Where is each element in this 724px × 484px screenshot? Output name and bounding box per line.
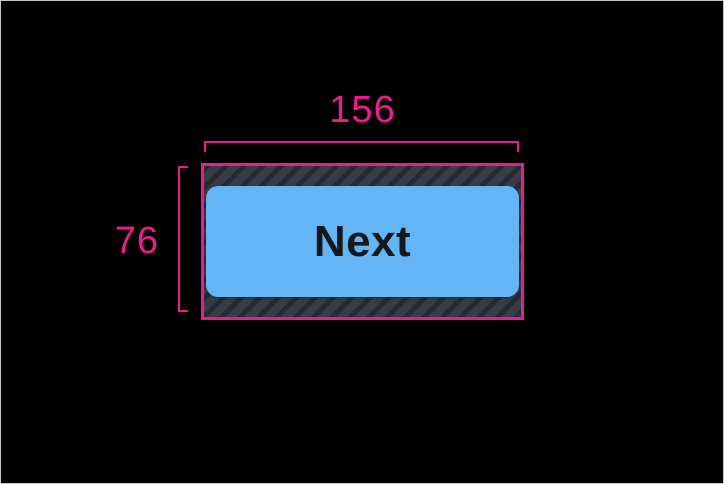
- width-dimension-label: 156: [329, 89, 396, 131]
- height-dimension-bracket: [178, 166, 188, 312]
- height-dimension-label: 76: [114, 220, 159, 262]
- next-button[interactable]: Next: [206, 186, 519, 297]
- selection-outline: Next: [201, 163, 524, 320]
- width-dimension-bracket: [204, 141, 519, 152]
- next-button-label: Next: [313, 216, 412, 266]
